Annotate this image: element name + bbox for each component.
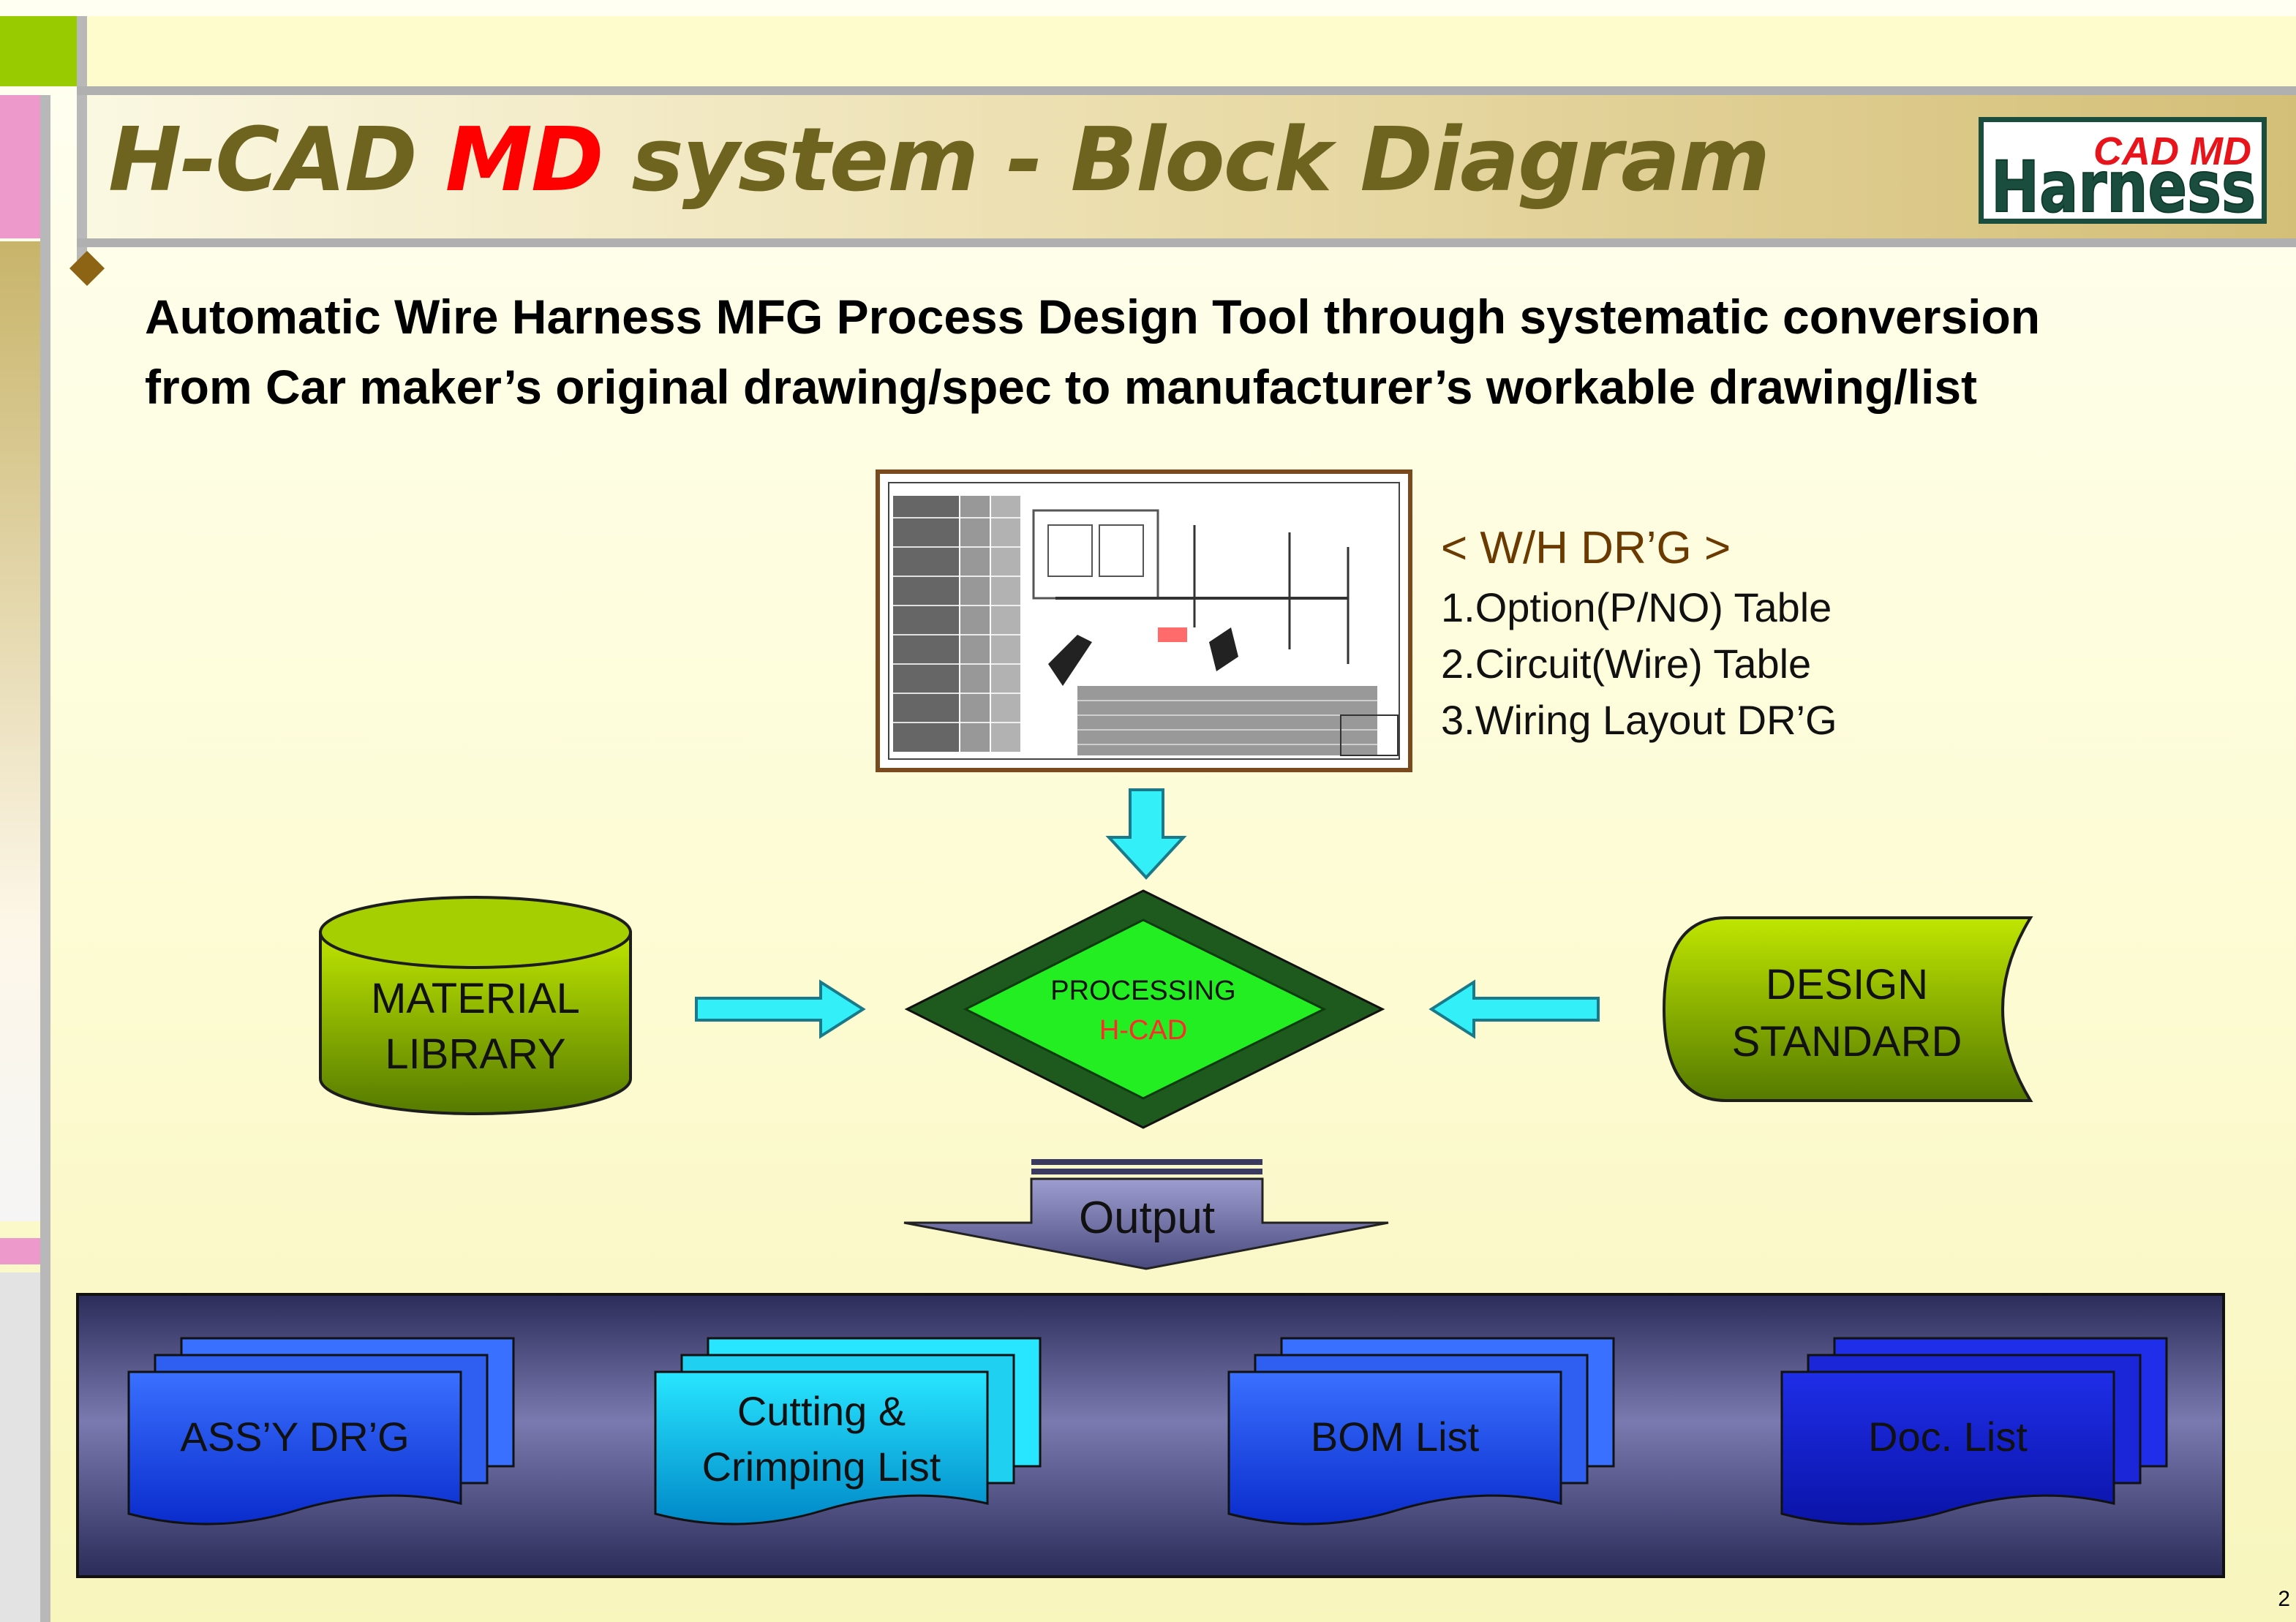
bullet-text: Automatic Wire Harness MFG Process Desig… — [145, 282, 2040, 422]
output-label: Output — [1078, 1193, 1216, 1243]
processing-label: PROCESSING H-CAD — [995, 971, 1292, 1050]
bom-doc-stack — [1227, 1337, 1615, 1525]
left-arrow — [1429, 979, 1600, 1039]
doc-list-label: Doc. List — [1868, 1414, 2028, 1460]
output-arrow — [903, 1159, 1389, 1270]
down-arrow — [1105, 788, 1187, 880]
harness-logo: CAD MD Harness — [1979, 117, 2267, 229]
title-suffix: system - Block Diagram — [602, 110, 1770, 211]
title-highlight: MD — [445, 110, 604, 211]
vertical-gray-line — [40, 95, 50, 1622]
wh-item-3: 3.Wiring Layout DR’G — [1441, 697, 1837, 743]
page-title: H-CAD MD system - Block Diagram — [108, 110, 1770, 211]
header-top-band — [87, 16, 2296, 86]
doc-doc-stack — [1780, 1337, 2168, 1525]
header-title-band — [87, 95, 2296, 238]
wh-item-2: 2.Circuit(Wire) Table — [1441, 641, 1812, 687]
bullet-line-2: from Car maker’s original drawing/spec t… — [145, 360, 1978, 414]
drawing-sketch — [888, 482, 1400, 760]
left-pink-lower — [0, 1238, 40, 1264]
material-library-label: MATERIAL LIBRARY — [320, 971, 631, 1082]
processing-line-2: H-CAD — [1099, 1015, 1188, 1046]
left-green-block — [0, 16, 77, 86]
design-line-2: STANDARD — [1731, 1018, 1962, 1065]
left-olive-strip — [0, 241, 40, 1221]
wh-drawing-thumbnail — [876, 469, 1412, 772]
left-pink-block — [0, 95, 40, 238]
bullet-line-1: Automatic Wire Harness MFG Process Desig… — [145, 290, 2041, 344]
material-line-2: LIBRARY — [385, 1030, 566, 1078]
cutting-line-1: Cutting & — [737, 1388, 906, 1434]
title-prefix: H-CAD — [108, 110, 445, 211]
cutting-line-2: Crimping List — [701, 1444, 941, 1490]
logo-bottom-text: Harness — [1991, 146, 2256, 219]
cutting-crimping-label: Cutting & Crimping List — [655, 1384, 987, 1495]
assy-doc-stack — [127, 1337, 515, 1525]
wh-drawing-info: < W/H DR’G > 1.Option(P/NO) Table 2.Circ… — [1441, 518, 1837, 748]
right-arrow — [695, 979, 866, 1039]
cutting-doc-stack — [654, 1337, 1042, 1525]
wh-drawing-heading: < W/H DR’G > — [1441, 523, 1731, 573]
processing-diamond — [904, 889, 1385, 1129]
bom-list-label: BOM List — [1310, 1414, 1480, 1460]
header-line-top — [77, 86, 2296, 95]
design-standard-shape — [1662, 916, 2033, 1102]
assy-drawing-label: ASS’Y DR’G — [180, 1414, 410, 1460]
wh-item-1: 1.Option(P/NO) Table — [1441, 584, 1832, 630]
logo-graphic: CAD MD Harness — [1990, 129, 2257, 229]
material-library-cylinder — [319, 896, 632, 1115]
logo-top-text: CAD MD — [2093, 129, 2251, 173]
design-standard-label: DESIGN STANDARD — [1704, 957, 1990, 1071]
material-line-1: MATERIAL — [371, 975, 580, 1022]
processing-line-1: PROCESSING — [1050, 976, 1236, 1006]
vertical-gray-line-top — [77, 16, 87, 276]
left-gray-lower — [0, 1272, 40, 1622]
design-line-1: DESIGN — [1765, 961, 1929, 1008]
page-number: 2 — [2278, 1587, 2290, 1611]
header-line-bottom — [77, 238, 2296, 247]
